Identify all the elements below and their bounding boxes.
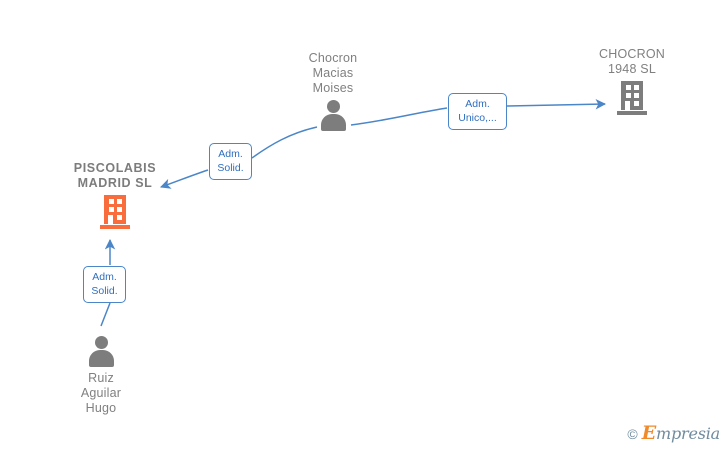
node-ruiz-aguilar-hugo[interactable]: Ruiz Aguilar Hugo — [26, 336, 176, 416]
node-label-ruiz-aguilar-hugo: Ruiz Aguilar Hugo — [80, 371, 122, 415]
building-icon — [617, 81, 647, 115]
node-label-chocron-macias-moises: Chocron Macias Moises — [308, 51, 358, 95]
brand-initial: E — [641, 422, 657, 444]
node-label-chocron-1948-sl: CHOCRON 1948 SL — [599, 47, 665, 76]
edge-label-moises-to-chocron1948[interactable]: Adm. Unico,... — [448, 93, 507, 130]
edge-label-moises-to-piscolabis[interactable]: Adm. Solid. — [209, 143, 252, 180]
node-chocron-macias-moises[interactable]: Chocron Macias Moises — [258, 51, 408, 132]
person-icon — [86, 336, 116, 368]
person-icon — [318, 100, 348, 132]
brand-wordmark: Empresia — [641, 422, 720, 444]
node-label-piscolabis: PISCOLABIS MADRID SL — [73, 161, 157, 190]
watermark-empresia: © Empresia — [627, 422, 720, 444]
edge-hugo-to-piscolabis-segment-a — [100, 302, 111, 327]
edge-label-hugo-to-piscolabis[interactable]: Adm. Solid. — [83, 266, 126, 303]
building-icon — [100, 195, 130, 229]
copyright-icon: © — [627, 425, 638, 442]
node-chocron-1948-sl[interactable]: CHOCRON 1948 SL — [557, 47, 707, 115]
node-piscolabis-madrid-sl[interactable]: PISCOLABIS MADRID SL — [40, 161, 190, 229]
brand-rest: mpresia — [656, 424, 720, 443]
